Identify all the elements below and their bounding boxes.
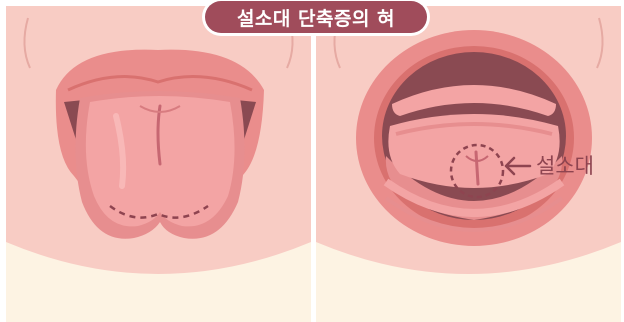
frenulum-label: 설소대	[536, 152, 594, 180]
panel-tongue-extended	[6, 6, 311, 322]
tongue-heart-shape-icon	[6, 6, 311, 322]
title-badge: 설소대 단축증의 혀	[205, 1, 427, 33]
frenulum	[476, 152, 478, 184]
